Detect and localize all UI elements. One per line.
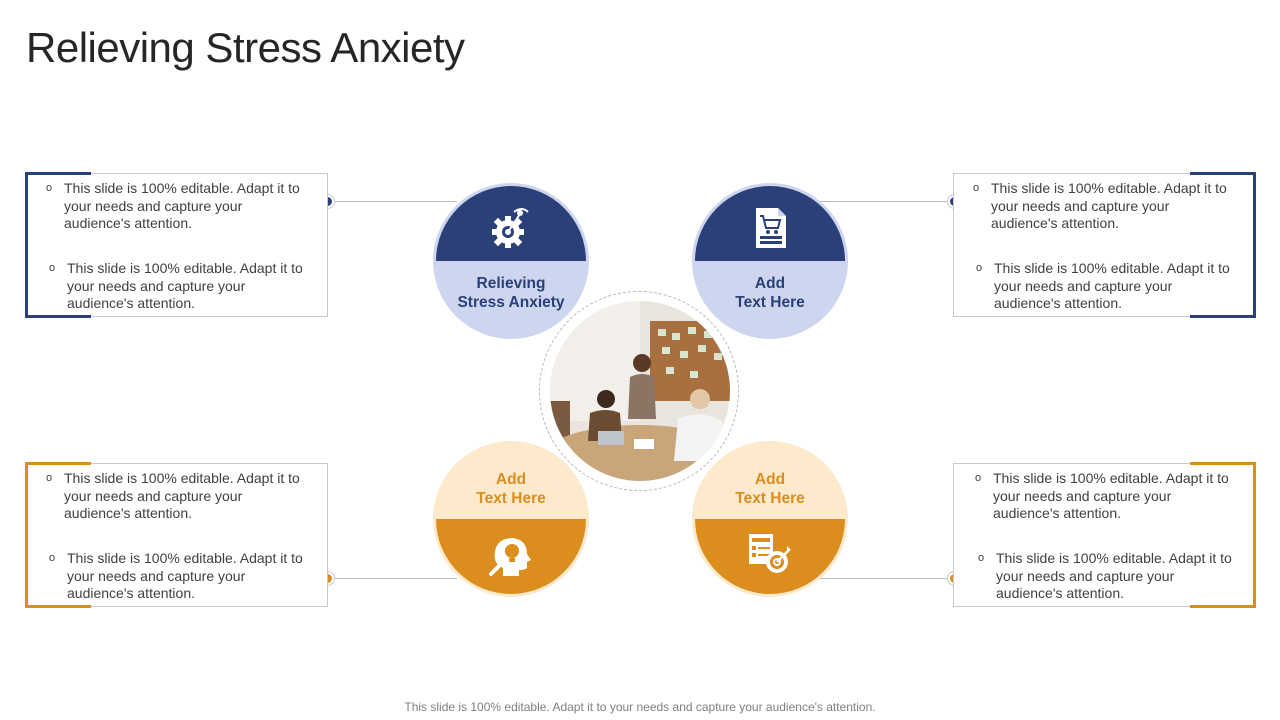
shopping-cart-document-icon [750,204,790,255]
bullet-glyph: o [976,262,983,274]
circle-label: Relieving Stress Anxiety [436,274,586,312]
text-box-top-left: o This slide is 100% editable. Adapt it … [25,172,328,318]
bullet-glyph: o [973,182,980,194]
bracket-accent [25,462,91,608]
bullet-glyph: o [975,472,982,484]
bullet-text: This slide is 100% editable. Adapt it to… [67,260,303,311]
bullet-item: o This slide is 100% editable. Adapt it … [976,260,1234,313]
circle-label: Add Text Here [695,274,845,312]
footer-note: This slide is 100% editable. Adapt it to… [404,700,876,714]
bullet-glyph: o [978,552,985,564]
bullet-item: o This slide is 100% editable. Adapt it … [49,260,307,313]
circle-label-line: Relieving [476,275,546,292]
team-meeting-photo [550,301,730,481]
circle-label: Add Text Here [436,470,586,508]
circle-label: Add Text Here [695,470,845,508]
bullet-text: This slide is 100% editable. Adapt it to… [67,550,303,601]
text-box-bottom-left: o This slide is 100% editable. Adapt it … [25,462,328,608]
circle-add-text-top-right: Add Text Here [692,183,848,339]
circle-label-line: Add [754,471,786,488]
bullet-text: This slide is 100% editable. Adapt it to… [991,180,1227,231]
connector-bottom-left [327,578,457,579]
head-lightbulb-icon [489,532,533,583]
circle-label-line: Text Here [735,490,805,507]
bullet-glyph: o [46,182,53,194]
bullet-glyph: o [49,262,56,274]
page-title: Relieving Stress Anxiety [26,24,465,71]
bullet-item: o This slide is 100% editable. Adapt it … [46,180,304,233]
connector-bottom-right [820,578,953,579]
circle-label-line: Text Here [476,490,546,507]
goals-target-icon [747,532,793,581]
bullet-item: o This slide is 100% editable. Adapt it … [978,550,1236,603]
bullet-glyph: o [46,472,53,484]
bullet-text: This slide is 100% editable. Adapt it to… [993,470,1229,521]
bullet-item: o This slide is 100% editable. Adapt it … [46,470,304,523]
circle-label-line: Add [754,275,786,292]
bullet-item: o This slide is 100% editable. Adapt it … [973,180,1231,233]
gear-satellite-icon [488,204,534,255]
circle-label-line: Stress Anxiety [457,294,565,311]
bullet-item: o This slide is 100% editable. Adapt it … [975,470,1233,523]
circle-label-line: Add [495,471,527,488]
bullet-text: This slide is 100% editable. Adapt it to… [994,260,1230,311]
circle-relieving-stress-anxiety: Relieving Stress Anxiety [433,183,589,339]
circle-add-text-bottom-left: Add Text Here [433,441,589,597]
bullet-text: This slide is 100% editable. Adapt it to… [996,550,1232,601]
bullet-item: o This slide is 100% editable. Adapt it … [49,550,307,603]
bullet-text: This slide is 100% editable. Adapt it to… [64,180,300,231]
circle-add-text-bottom-right: Add Text Here [692,441,848,597]
bracket-accent [1190,172,1256,318]
text-box-top-right: o This slide is 100% editable. Adapt it … [953,172,1256,318]
circle-label-line: Text Here [735,294,805,311]
text-box-bottom-right: o This slide is 100% editable. Adapt it … [953,462,1256,608]
bracket-accent [1190,462,1256,608]
bracket-accent [25,172,91,318]
bullet-text: This slide is 100% editable. Adapt it to… [64,470,300,521]
bullet-glyph: o [49,552,56,564]
connector-top-right [820,201,953,202]
connector-top-left [327,201,457,202]
